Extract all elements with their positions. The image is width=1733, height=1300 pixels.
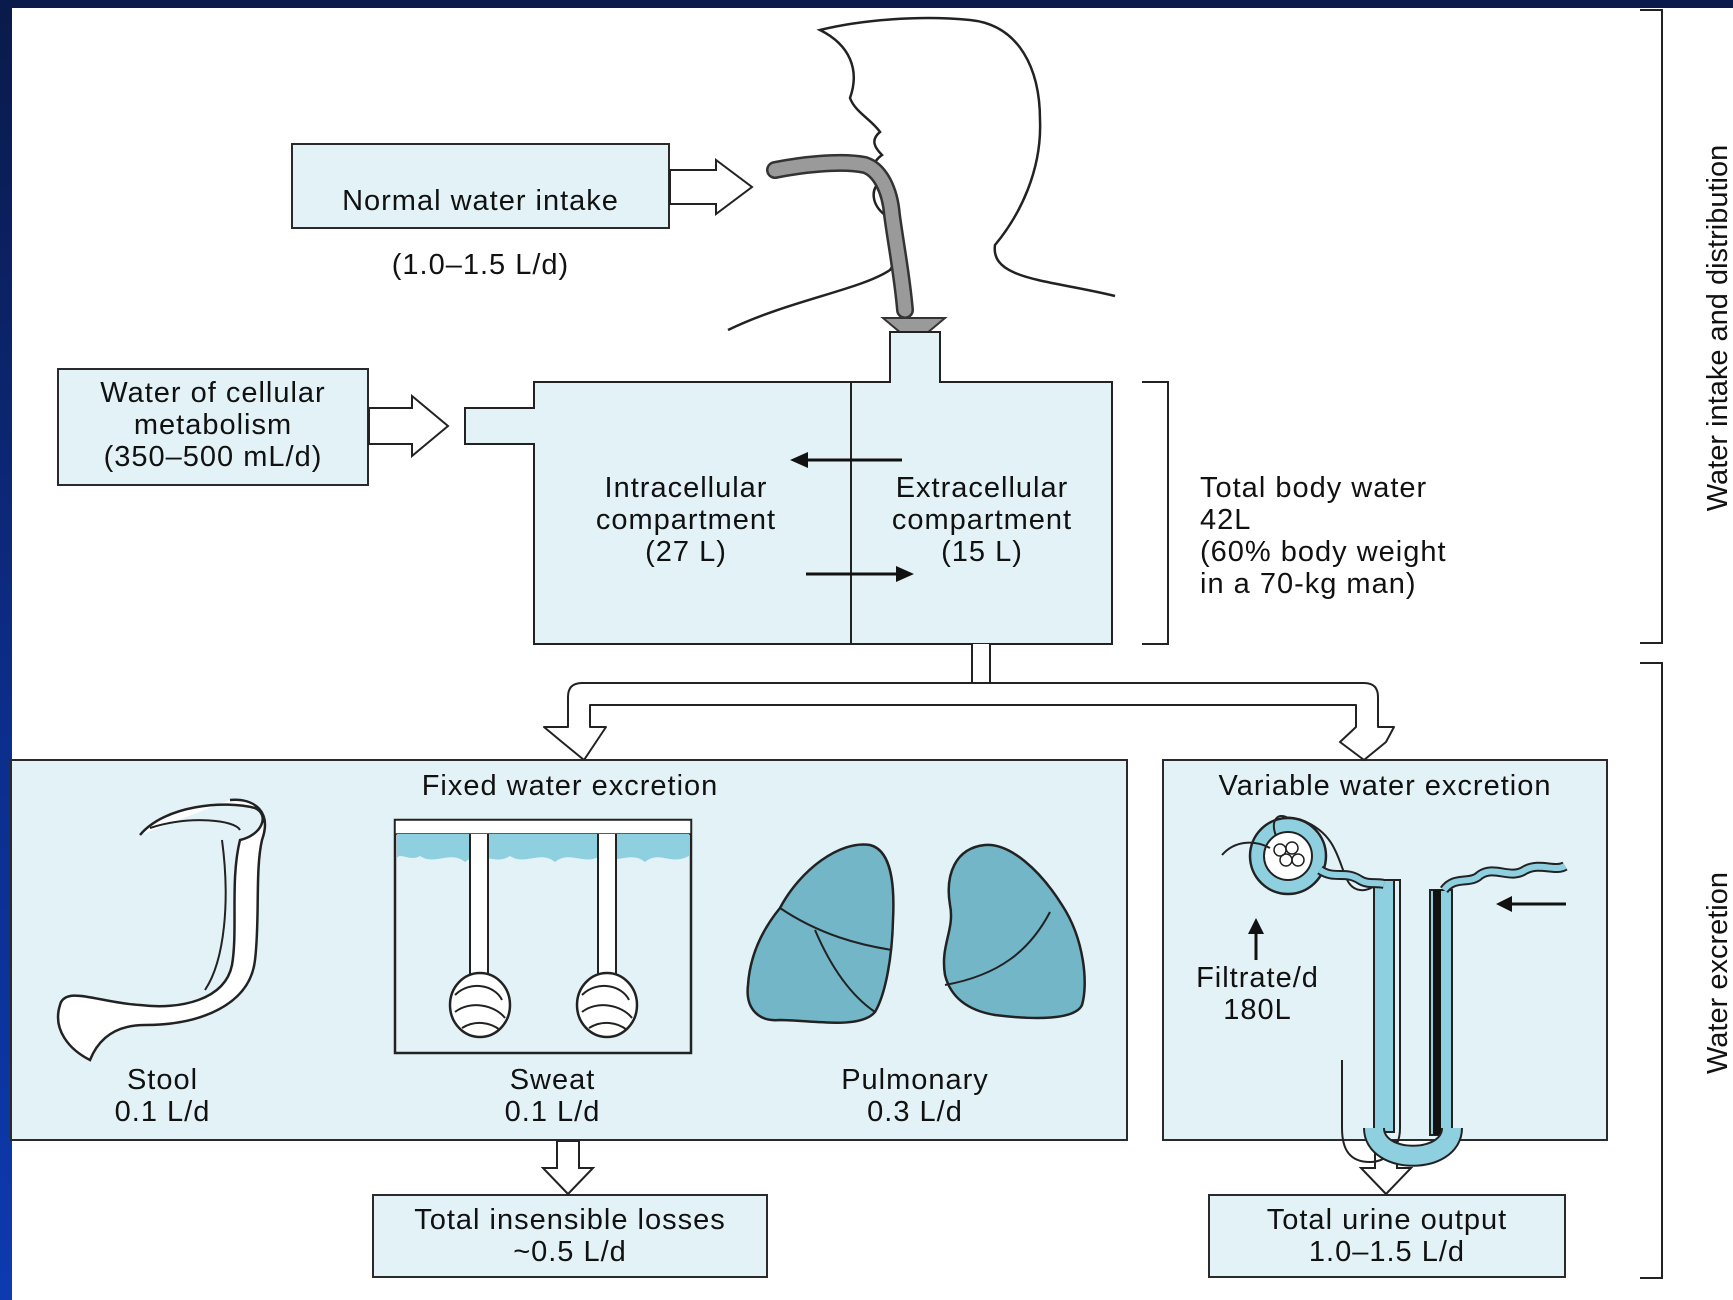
- excretion-split-arrow: [544, 644, 1394, 760]
- total-body-water-bracket: [1142, 382, 1168, 644]
- intake-distribution-bracket: [1640, 10, 1662, 643]
- intake-arrow: [670, 160, 752, 214]
- pulmonary-label: Pulmonary 0.3 L/d: [800, 1064, 1030, 1128]
- side-label-excretion: Water excretion: [1702, 833, 1733, 1113]
- excretion-bracket: [1640, 663, 1662, 1278]
- metabolism-arrow: [369, 396, 448, 456]
- stool-label: Stool 0.1 L/d: [70, 1064, 255, 1128]
- intestine-illustration: [58, 800, 265, 1060]
- total-body-water-label: Total body water 42L (60% body weight in…: [1200, 472, 1560, 600]
- fixed-to-insensible-arrow: [543, 1141, 593, 1194]
- extracellular-compartment-label: Extracellular compartment (15 L): [856, 472, 1108, 568]
- filtrate-label: Filtrate/d 180L: [1170, 962, 1345, 1026]
- lungs-illustration: [748, 844, 1085, 1022]
- sweat-label: Sweat 0.1 L/d: [460, 1064, 645, 1128]
- sweat-gland-illustration: [395, 820, 691, 1053]
- intracellular-compartment-label: Intracellular compartment (27 L): [556, 472, 816, 568]
- side-label-intake-distribution: Water intake and distribution: [1702, 128, 1733, 528]
